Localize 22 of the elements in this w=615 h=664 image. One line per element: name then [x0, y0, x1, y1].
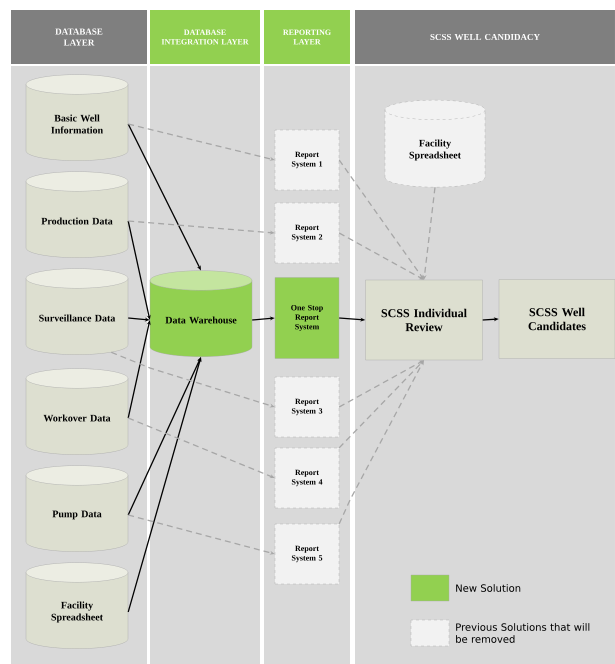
database-cylinder: Facility Spreadsheet	[384, 100, 486, 188]
database-cylinder: Facility Spreadsheet	[26, 562, 128, 649]
report-box: Report System 1	[274, 130, 340, 190]
database-cylinder: Surveillance Data	[26, 268, 128, 355]
column-header: SCSS WELL CANDIDACY	[355, 10, 615, 64]
database-cylinder: Data Warehouse	[150, 270, 252, 357]
database-cylinder: Workover Data	[26, 368, 128, 455]
column-header: REPORTING LAYER	[264, 10, 350, 64]
legend-label: Previous Solutions that will be removed	[456, 623, 590, 643]
report-box: Report System 3	[274, 376, 340, 438]
database-cylinder: Production Data	[26, 171, 128, 258]
report-box: Report System 4	[274, 448, 340, 508]
database-cylinder: Pump Data	[26, 465, 128, 552]
legend-label: New Solution	[456, 584, 520, 592]
report-box: One Stop Report System	[274, 277, 340, 359]
process-box: SCSS Individual Review	[365, 280, 483, 360]
process-box: SCSS Well Candidates	[498, 279, 615, 359]
report-box: Report System 5	[274, 524, 340, 584]
column-header: DATABASE LAYER	[11, 10, 147, 64]
database-cylinder: Basic Well Information	[26, 74, 128, 161]
column-header: DATABASE INTEGRATION LAYER	[150, 10, 260, 64]
report-box: Report System 2	[274, 202, 340, 264]
